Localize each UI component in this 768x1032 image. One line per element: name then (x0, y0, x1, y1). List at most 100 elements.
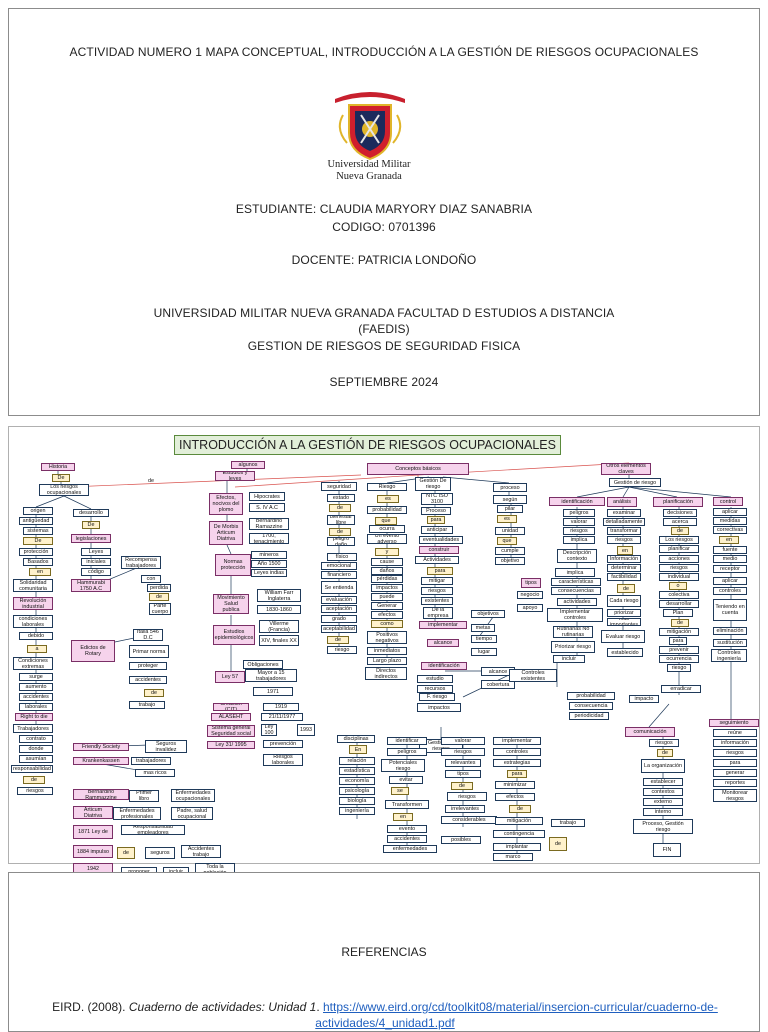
concept-node: Los riesgos (659, 536, 699, 544)
concept-node: riesgos (421, 587, 453, 595)
concept-node: riesgos (713, 749, 757, 757)
concept-node: William Farr Inglaterra (257, 589, 301, 602)
concept-node: Seguros invalidez (145, 740, 187, 753)
concept-node: Primer libro (129, 790, 159, 802)
concept-node: De Morbis Articum Diatriva (209, 521, 243, 545)
concept-node: biología (339, 797, 375, 805)
concept-node: Teniendo en cuenta (713, 599, 747, 621)
concept-node: con (141, 575, 161, 583)
concept-node: daños (371, 567, 403, 575)
concept-node: Ley 57 (215, 671, 245, 683)
concept-node: identificar (387, 737, 427, 745)
concept-node: Información (607, 555, 641, 563)
reference-title: Cuaderno de actividades: Unidad 1 (128, 1000, 317, 1014)
concept-node: Condiciones extremas (13, 657, 53, 670)
concept-node: o (669, 582, 687, 590)
concept-node: F. riesgo (419, 693, 455, 701)
concept-node: transformar (607, 527, 641, 535)
concept-node: código (81, 568, 111, 576)
concept-node: planificar (659, 545, 699, 553)
concept-node: antigüedad (19, 517, 53, 525)
concept-node: individual (659, 573, 699, 581)
concept-node: S. IV A.C (249, 503, 285, 512)
concept-node: debido (19, 632, 53, 640)
concept-node: Riesgo (367, 483, 407, 491)
connector-line (622, 486, 630, 498)
concept-node: economía (339, 777, 375, 785)
concept-node: es (497, 515, 517, 523)
concept-node: consecuencias (551, 587, 601, 595)
university-line-2: Nueva Granada (336, 171, 402, 182)
concept-node: algunos (231, 461, 265, 469)
concept-node: para (427, 516, 445, 524)
reference-separator: . (316, 1000, 323, 1014)
concept-node: marco (493, 853, 533, 861)
concept-node: sistemas (23, 527, 53, 535)
concept-node: Mayor a 15 trabajadores (245, 669, 297, 682)
concept-node: Movimiento Salud publica (213, 594, 249, 614)
concept-node: Conceptos básicos (367, 463, 469, 475)
concept-node: sustitución (713, 639, 747, 647)
concept-node: cobertura (481, 680, 515, 689)
concept-node: accidentes (129, 676, 167, 684)
concept-node: actividades (557, 598, 597, 606)
concept-node: relevantes (445, 759, 481, 767)
concept-node: Largo plazo (367, 657, 407, 665)
concept-node: recursos (417, 685, 453, 693)
concept-node: 1884 impulso (73, 845, 113, 858)
concept-node: Hammurabi 1750 A.C (71, 579, 111, 592)
concept-node: asumían (19, 755, 53, 763)
concept-node: De (52, 474, 70, 482)
connector-line (68, 474, 362, 488)
activity-title: ACTIVIDAD NUMERO 1 MAPA CONCEPTUAL, INTR… (69, 45, 699, 59)
concept-node: enfermedades (383, 845, 437, 853)
concept-node: implica (563, 536, 595, 544)
concept-node: evitar (389, 776, 423, 784)
concept-node: iniciales (81, 558, 111, 566)
concept-node: Directos indirectos (365, 667, 407, 680)
concept-node: características (551, 578, 601, 586)
concept-node: eventualidades (419, 536, 463, 544)
concept-node: es (377, 495, 399, 503)
student-name: ESTUDIANTE: CLAUDIA MARYORY DIAZ SANABRI… (235, 202, 533, 216)
concept-node: en (393, 813, 413, 821)
concept-node: Friendly Society (73, 743, 129, 751)
connector-line (63, 495, 92, 510)
concept-node: de (671, 619, 689, 627)
concept-node: Krankenkassen (73, 757, 129, 765)
concept-node: de (149, 593, 169, 601)
concept-node: de (327, 636, 349, 644)
concept-node: evaluación (321, 596, 357, 604)
concept-node: seguridad (321, 482, 357, 491)
concept-node: anticipar (421, 526, 453, 534)
concept-node: mas ricos (135, 769, 175, 777)
concept-node: Historia (41, 463, 75, 471)
concept-node: accidentes (19, 693, 53, 701)
concept-node: Recompensa trabajadores (121, 556, 161, 569)
student-code: CODIGO: 0701396 (332, 220, 436, 234)
concept-node: trabajo (551, 819, 585, 827)
concept-node: Año 1500 (251, 560, 287, 568)
concept-node: impactos (417, 703, 461, 712)
concept-node: Solidaridad comunitaria (13, 579, 53, 592)
references-page: REFERENCIAS EIRD. (2008). Cuaderno de ac… (8, 872, 760, 1032)
concept-node: de (509, 805, 531, 813)
concept-node: aceptación (321, 605, 357, 613)
concept-node: peligros (563, 509, 595, 517)
university-line-1: Universidad Militar (327, 159, 411, 170)
reference-link[interactable]: https://www.eird.org/cd/toolkit08/materi… (315, 1000, 718, 1030)
concept-node: trabajadores (131, 757, 171, 765)
concept-node: objetivo (495, 557, 525, 565)
concept-node: Ley 31/ 1995 (207, 741, 255, 749)
concept-node: implementar (419, 621, 467, 629)
concept-node: en (29, 568, 51, 576)
concept-node: de (617, 584, 635, 593)
concept-node: Rutinarias No rutinarias (553, 626, 593, 638)
concept-node: desarrollar (659, 600, 699, 608)
concept-node: riesgo (667, 664, 691, 672)
cover-page: ACTIVIDAD NUMERO 1 MAPA CONCEPTUAL, INTR… (8, 8, 760, 416)
concept-node: mitigar (421, 577, 453, 585)
concept-node: origen (23, 507, 53, 515)
concept-node: irrelevantes (445, 805, 485, 813)
concept-node: Normas protección (215, 554, 251, 576)
